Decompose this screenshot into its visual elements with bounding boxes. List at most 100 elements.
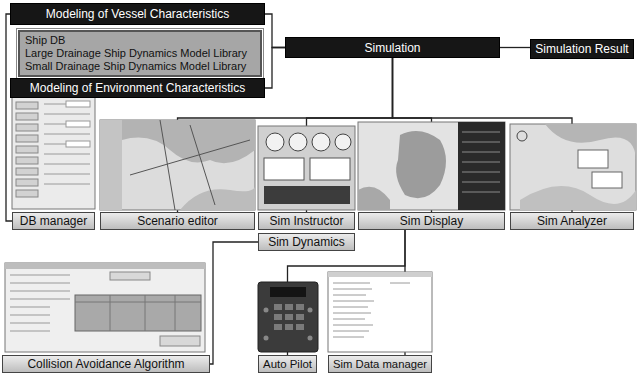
node-text: Sim Instructor bbox=[269, 214, 343, 228]
node-text: Sim Data manager bbox=[333, 358, 427, 370]
node-text: Small Drainage Ship Dynamics Model Libra… bbox=[25, 60, 255, 73]
input-field bbox=[66, 121, 90, 127]
heading-band: Modeling of Environment Characteristics bbox=[10, 78, 265, 98]
window-frame bbox=[258, 126, 355, 210]
sim-analyzer-screenshot bbox=[510, 124, 636, 210]
button bbox=[160, 336, 200, 346]
display bbox=[270, 287, 306, 297]
node-text: Sim Dynamics bbox=[268, 235, 345, 249]
device-body bbox=[258, 282, 318, 352]
node-text: Large Drainage Ship Dynamics Model Libra… bbox=[25, 47, 255, 60]
module-label: Scenario editor bbox=[100, 212, 255, 230]
node-text: Collision Avoidance Algorithm bbox=[27, 357, 184, 371]
node-text: Scenario editor bbox=[137, 214, 218, 228]
gauge bbox=[266, 133, 284, 151]
panel bbox=[264, 186, 350, 204]
sim-instructor-screenshot bbox=[258, 126, 355, 210]
key bbox=[296, 314, 304, 320]
window-frame bbox=[12, 97, 95, 209]
node-text: Modeling of Vessel Characteristics bbox=[46, 7, 229, 21]
button bbox=[16, 190, 38, 197]
connector-line bbox=[265, 48, 285, 89]
node-text: Simulation bbox=[364, 41, 420, 55]
module-label: Sim Display bbox=[358, 212, 505, 230]
button bbox=[16, 157, 38, 164]
compass bbox=[517, 131, 527, 141]
button bbox=[16, 102, 38, 109]
info-lines bbox=[462, 132, 500, 192]
button bbox=[16, 113, 38, 120]
module-label: Sim Analyzer bbox=[510, 212, 634, 230]
land-area bbox=[396, 131, 446, 198]
key bbox=[296, 324, 304, 330]
node-text: Sim Display bbox=[400, 214, 463, 228]
gauge bbox=[335, 134, 351, 150]
connector-line bbox=[500, 47, 530, 48]
knob bbox=[264, 308, 269, 313]
node-text: Sim Analyzer bbox=[537, 214, 607, 228]
title-bar bbox=[328, 272, 432, 277]
sim-display-screenshot bbox=[358, 122, 505, 210]
info-box bbox=[592, 172, 622, 188]
land-area bbox=[520, 186, 636, 210]
node-text: Modeling of Environment Characteristics bbox=[30, 81, 245, 95]
button bbox=[16, 168, 38, 175]
button bbox=[16, 124, 38, 131]
connector-line bbox=[6, 14, 12, 221]
connector-line bbox=[265, 14, 285, 48]
module-label: Collision Avoidance Algorithm bbox=[2, 355, 210, 373]
key bbox=[296, 304, 304, 310]
db-manager-screenshot bbox=[12, 97, 95, 209]
info-panel bbox=[458, 122, 505, 210]
grid-lines bbox=[75, 295, 201, 331]
node-text: Auto Pilot bbox=[263, 358, 312, 370]
knob bbox=[308, 336, 313, 341]
window-frame bbox=[5, 263, 205, 352]
gauge bbox=[312, 133, 330, 151]
scenario-editor-screenshot bbox=[100, 120, 256, 210]
node-text: DB manager bbox=[20, 214, 87, 228]
node-text: Simulation Result bbox=[535, 42, 628, 56]
tool-panel bbox=[100, 120, 122, 210]
button bbox=[16, 146, 38, 153]
info-box bbox=[578, 150, 608, 168]
module-label: DB manager bbox=[12, 212, 95, 230]
input-field bbox=[66, 141, 90, 147]
window-frame bbox=[328, 272, 432, 352]
land-area bbox=[358, 187, 390, 210]
panel bbox=[310, 158, 350, 180]
button bbox=[16, 135, 38, 142]
window-frame bbox=[100, 120, 255, 210]
button bbox=[110, 272, 150, 280]
key bbox=[285, 324, 293, 330]
module-label: Auto Pilot bbox=[258, 355, 317, 373]
key bbox=[274, 324, 282, 330]
node-text: Ship DB bbox=[25, 34, 255, 47]
key bbox=[285, 314, 293, 320]
button bbox=[16, 179, 38, 186]
window-frame bbox=[358, 122, 505, 210]
knob bbox=[264, 336, 269, 341]
list-lines bbox=[333, 283, 410, 337]
connector-line bbox=[210, 242, 258, 364]
land-area bbox=[180, 180, 256, 210]
library-box: Ship DBLarge Drainage Ship Dynamics Mode… bbox=[18, 30, 262, 77]
heading-band: Simulation bbox=[285, 37, 500, 58]
key bbox=[274, 314, 282, 320]
land-area bbox=[122, 120, 255, 163]
title-bar bbox=[5, 263, 205, 269]
route-lines bbox=[130, 120, 250, 210]
key bbox=[285, 304, 293, 310]
knob bbox=[308, 308, 313, 313]
collision-avoidance-screenshot bbox=[5, 263, 205, 352]
field-lines bbox=[10, 275, 70, 331]
gauge bbox=[289, 133, 307, 151]
key bbox=[274, 304, 282, 310]
auto-pilot-screenshot bbox=[258, 282, 318, 352]
heading-band: Simulation Result bbox=[530, 39, 634, 59]
module-label: Sim Data manager bbox=[328, 355, 432, 373]
input-field bbox=[66, 101, 90, 107]
panel bbox=[264, 158, 304, 180]
